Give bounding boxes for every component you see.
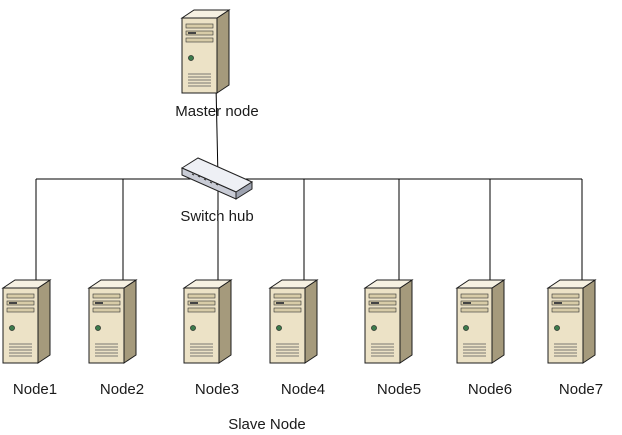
node2-label: Node2 [99,381,145,398]
node5-label: Node5 [376,381,422,398]
node2-server-icon [88,279,137,364]
node5-server-icon [364,279,413,364]
switch-hub-label: Switch hub [180,208,254,225]
node6-server-icon [456,279,505,364]
node1-server-icon [2,279,51,364]
node4-server-icon [269,279,318,364]
node4-label: Node4 [280,381,326,398]
node7-server-icon [547,279,596,364]
master-server-icon [181,9,230,94]
node3-label: Node3 [194,381,240,398]
network-switch-icon [180,157,254,200]
master-node-label: Master node [175,103,259,120]
node7-label: Node7 [558,381,604,398]
network-wires [35,39,583,290]
node1-label: Node1 [12,381,58,398]
node6-label: Node6 [467,381,513,398]
node3-server-icon [183,279,232,364]
slave-node-group-label: Slave Node [228,416,306,433]
